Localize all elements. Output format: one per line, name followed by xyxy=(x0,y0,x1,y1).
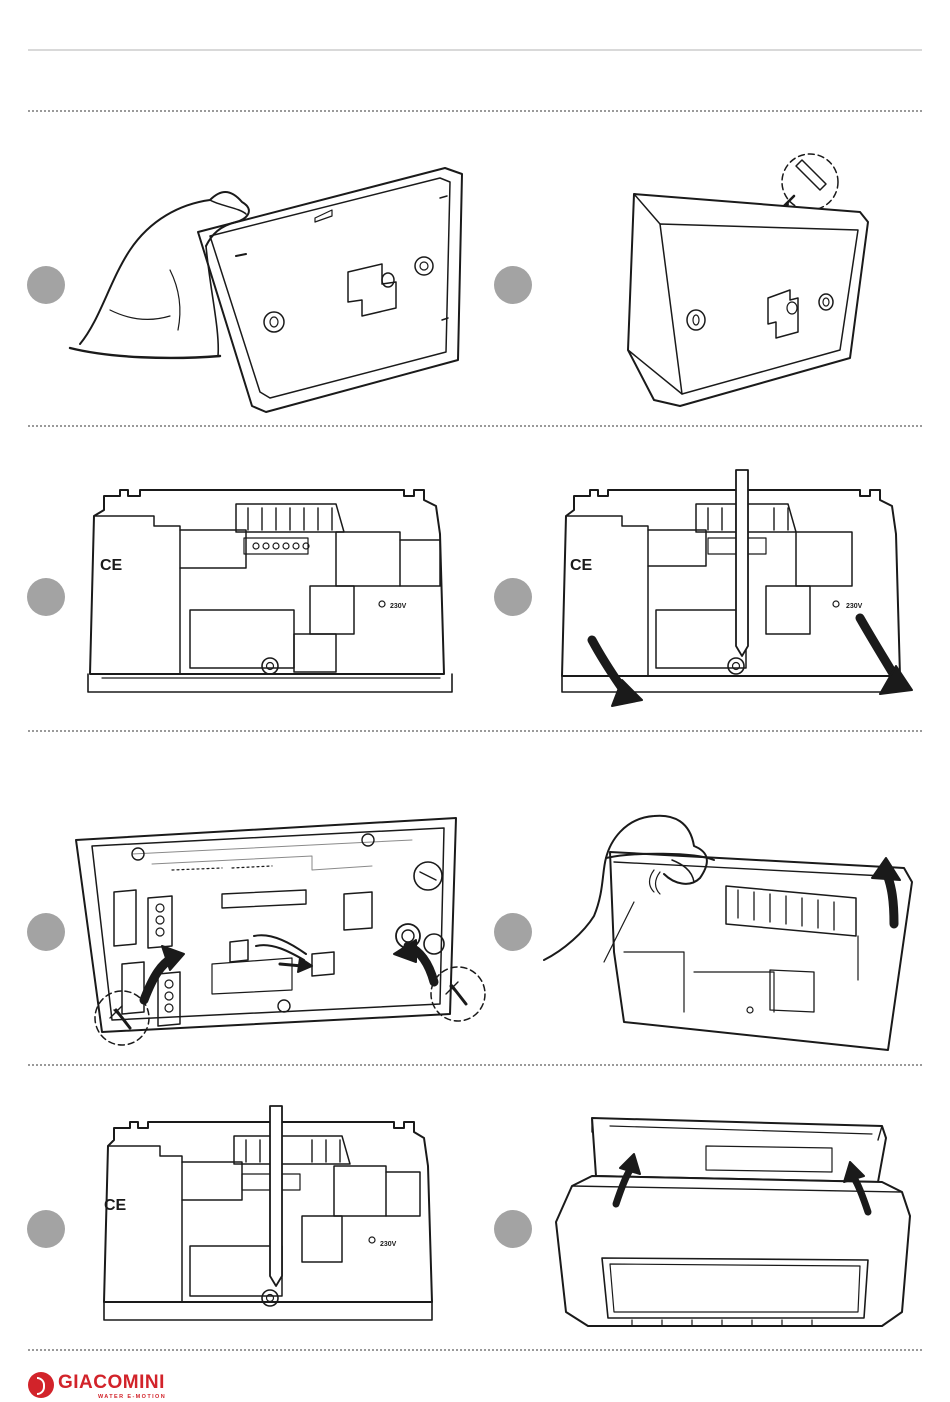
brand-tagline: WATER E-MOTION xyxy=(98,1394,166,1400)
step-2-illustration xyxy=(620,150,880,410)
brand-name: GIACOMINI xyxy=(58,1372,165,1394)
voltage-label-step7: 230V xyxy=(380,1241,397,1248)
separator-4 xyxy=(28,1064,922,1066)
ce-mark-step3: CE xyxy=(100,557,123,574)
step-6-illustration xyxy=(544,812,924,1062)
brand-logo: GIACOMINI WATER E-MOTION xyxy=(28,1370,188,1402)
step-8-illustration xyxy=(552,1112,916,1336)
step-2-marker xyxy=(494,266,532,304)
brand-mark-icon xyxy=(28,1372,54,1398)
step-7-illustration: CE 230V xyxy=(94,1106,454,1336)
step-1-illustration xyxy=(70,160,470,420)
voltage-label-step4: 230V xyxy=(846,603,863,610)
ce-mark-step4: CE xyxy=(570,557,593,574)
voltage-label-step3: 230V xyxy=(390,603,407,610)
step-3-marker xyxy=(27,578,65,616)
step-5-marker xyxy=(27,913,65,951)
separator-1 xyxy=(28,110,922,112)
step-3-illustration: CE 230V xyxy=(84,486,464,706)
separator-3 xyxy=(28,730,922,732)
step-4-illustration: CE 230V xyxy=(556,470,926,720)
step-6-marker xyxy=(494,913,532,951)
step-4-marker xyxy=(494,578,532,616)
step-7-marker xyxy=(27,1210,65,1248)
separator-5 xyxy=(28,1349,922,1351)
step-5-illustration xyxy=(72,814,492,1054)
ce-mark-step7: CE xyxy=(104,1197,127,1214)
step-1-marker xyxy=(27,266,65,304)
top-rule xyxy=(28,49,922,51)
step-8-marker xyxy=(494,1210,532,1248)
separator-2 xyxy=(28,425,922,427)
